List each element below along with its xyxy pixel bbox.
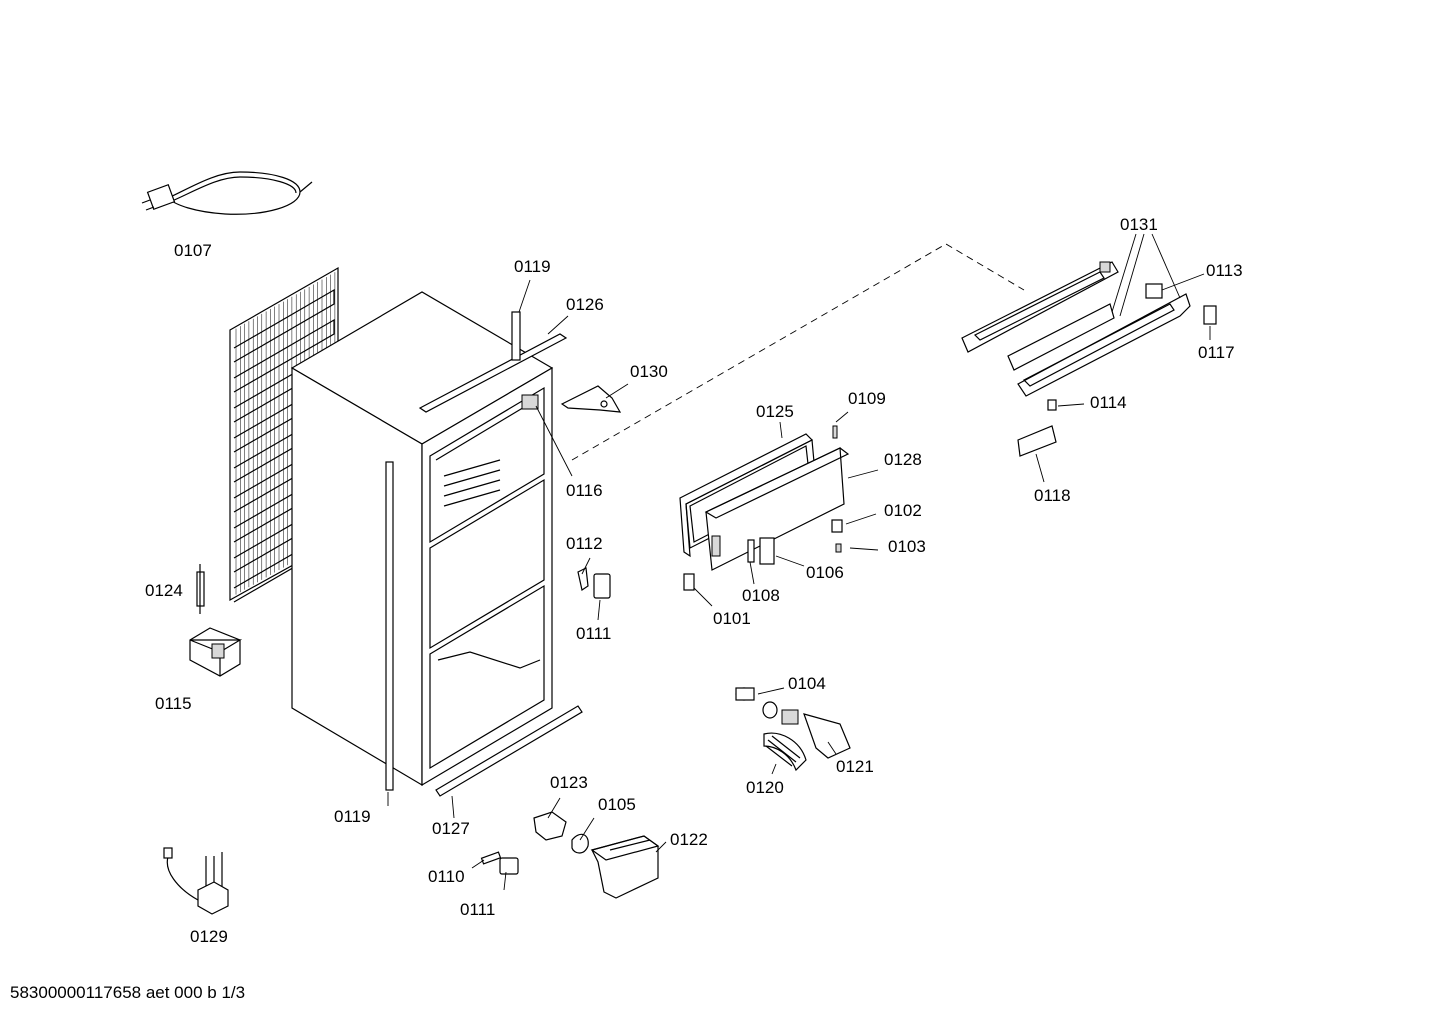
label-0104: 0104 [788,674,826,693]
coil-segment [233,288,335,363]
label-0129: 0129 [190,927,228,946]
dashed-connector [571,243,1025,461]
drain-parts-drawing [480,811,660,899]
label-0130: 0130 [630,362,668,381]
label-0107: 0107 [174,241,212,260]
clip-drawing [577,567,611,599]
document-reference: 58300000117658 aet 000 b 1/3 [10,983,245,1002]
relay-drawing [189,627,243,677]
label-0123: 0123 [550,773,588,792]
label-0103: 0103 [888,537,926,556]
label-0111-mid: 0111 [576,624,611,643]
label-0114: 0114 [1090,393,1127,412]
label-0122: 0122 [670,830,708,849]
label-0105: 0105 [598,795,636,814]
leader-lines [387,233,1211,891]
door-drawing [679,425,850,591]
label-0119-bottom: 0119 [334,807,371,826]
label-0124: 0124 [145,581,183,600]
label-0109: 0109 [848,389,886,408]
label-0113: 0113 [1206,261,1243,280]
label-0111-bottom: 0111 [460,900,495,919]
label-0101: 0101 [713,609,751,628]
bottom-strip-drawing [435,705,583,797]
sensor-drawing [196,564,205,614]
label-0102: 0102 [884,501,922,520]
label-0112: 0112 [566,534,603,553]
label-0120: 0120 [746,778,784,797]
bracket-drawing [560,385,622,413]
coil-segment [233,318,335,393]
cabinet-drawing [290,291,568,791]
label-0121: 0121 [836,757,874,776]
label-0110: 0110 [428,867,465,886]
label-0125: 0125 [756,402,794,421]
label-0106: 0106 [806,563,844,582]
label-0108: 0108 [742,586,780,605]
compressor-parts-drawing [163,847,229,915]
label-0115: 0115 [155,694,192,713]
label-0128: 0128 [884,450,922,469]
power-cord-drawing [141,171,313,215]
label-0118: 0118 [1034,486,1071,505]
label-0119-top: 0119 [514,257,551,276]
rail-assembly-drawing [961,261,1217,457]
label-0116: 0116 [566,481,603,500]
label-0117: 0117 [1198,343,1235,362]
lamp-assembly-drawing [735,687,851,772]
label-0126: 0126 [566,295,604,314]
label-0131: 0131 [1120,215,1158,234]
label-0127: 0127 [432,819,470,838]
